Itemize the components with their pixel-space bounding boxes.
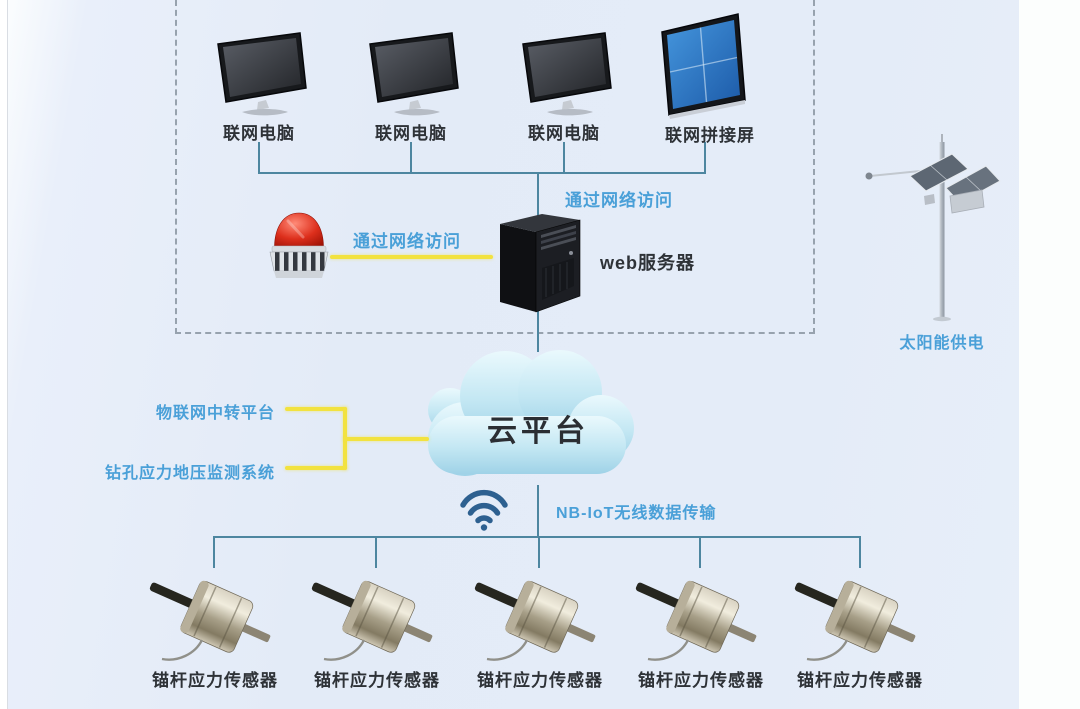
monitor-icon [217,32,307,116]
network-access-caption: 通过网络访问 [353,232,461,251]
bracket-top-line [285,407,347,411]
iot-relay-label: 物联网中转平台 [155,405,275,422]
sensor-icon [149,580,271,661]
sensor-icon [474,580,596,661]
connector-sensor-2 [375,536,377,568]
video-wall-label: 联网拼接屏 [665,126,755,145]
connector-monitor-2 [410,142,412,173]
network-group-box [175,0,815,334]
monitor-label: 联网电脑 [528,124,600,143]
monitor-label: 联网电脑 [375,124,447,143]
sensor-label: 锚杆应力传感器 [477,671,603,690]
connector-monitor-3 [563,142,565,173]
alarm-light-icon [269,212,329,278]
network-access-caption: 通过网络访问 [565,191,673,210]
cloud-icon [428,350,634,476]
server-to-cloud-line [537,308,539,352]
bus-to-server-line [537,172,539,218]
sensor-label: 锚杆应力传感器 [314,671,440,690]
monitoring-system-label: 钻孔应力地压监测系统 [104,465,275,482]
cloud-platform-label: 云平台 [487,415,589,448]
connector-sensor-1 [213,536,215,568]
connector-sensor-4 [699,536,701,568]
sensor-label: 锚杆应力传感器 [638,671,764,690]
server-icon [500,214,581,313]
sensor-icon [794,580,916,661]
bracket-bottom-line [285,466,347,470]
solar-pole-icon [865,134,1001,322]
nbiot-transmission-label: NB-IoT无线数据传输 [556,505,717,522]
connector-video-wall [704,142,706,173]
monitor-label: 联网电脑 [223,124,295,143]
monitor-icon [369,32,459,116]
sensor-icon [635,580,757,661]
wifi-icon [460,489,508,531]
sensor-label: 锚杆应力传感器 [797,671,923,690]
sensor-label: 锚杆应力传感器 [152,671,278,690]
top-bus-line [258,172,706,174]
monitor-icon [522,32,612,116]
web-server-label: web服务器 [600,253,696,273]
alarm-server-link [330,255,493,259]
video-wall-icon [661,13,746,119]
bracket-to-cloud-line [343,437,429,441]
right-margin [1019,0,1080,709]
bottom-bus-line [213,536,861,538]
connector-sensor-3 [538,536,540,568]
connector-sensor-5 [859,536,861,568]
sensor-icon [311,580,433,661]
connector-monitor-1 [258,142,260,173]
cloud-to-bus-line [537,485,539,538]
solar-power-label: 太阳能供电 [899,335,985,352]
